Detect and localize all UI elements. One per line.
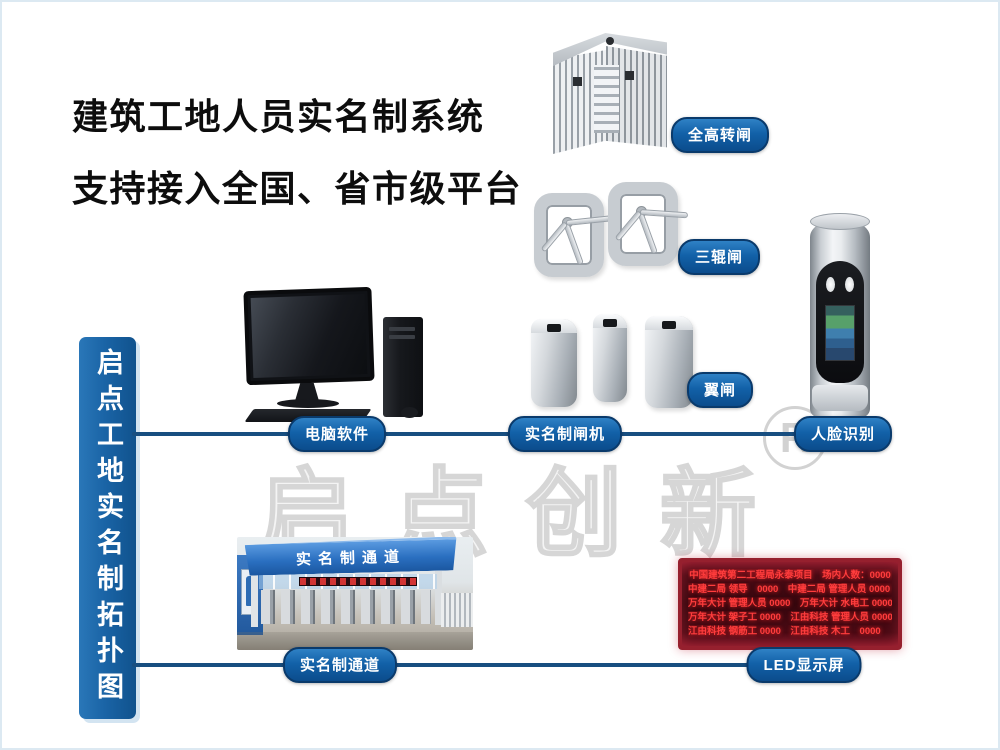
turnstile-control-box <box>573 77 582 86</box>
wing-gate-pedestal <box>531 319 577 407</box>
badge-full-height-turnstile: 全高转闸 <box>670 117 770 153</box>
led-display-image: 中国建筑第二工程局永泰项目 场内人数：0000 中建二局 领导 0000 中建二… <box>678 558 902 650</box>
sidebar-topology-label: 启点工地实名制拓扑图 <box>93 348 123 708</box>
computer-image <box>243 283 433 428</box>
mouse <box>401 407 418 418</box>
connector-line-bottom <box>132 663 808 667</box>
tripod-turnstile-image <box>532 177 689 283</box>
wing-gate-pedestal <box>645 316 693 408</box>
channel-canopy-sign: 实名制通道 <box>245 537 458 576</box>
fence <box>441 593 473 627</box>
tripod-unit <box>608 182 678 266</box>
guard-figure <box>246 576 254 606</box>
pole-bottom-band <box>812 385 868 411</box>
tripod-unit <box>534 193 604 277</box>
badge-wing-gate: 翼闸 <box>686 372 754 408</box>
camera-icon <box>826 277 835 292</box>
turnstile-rotor <box>594 65 619 133</box>
sidebar-topology-bar: 启点工地实名制拓扑图 <box>79 337 136 719</box>
led-row: 万年大计 管理人员 0000 万年大计 水电工 0000 <box>688 598 892 609</box>
camera-icon <box>845 277 854 292</box>
pc-tower <box>383 317 423 417</box>
full-height-turnstile-image <box>553 33 667 157</box>
monitor-stand <box>295 383 319 401</box>
led-row: 中国建筑第二工程局永泰项目 场内人数：0000 <box>689 570 891 581</box>
led-row: 中建二局 领导 0000 中建二局 管理人员 0000 <box>688 584 891 595</box>
face-panel <box>816 261 864 383</box>
led-row: 万年大计 架子工 0000 江由科技 管理人员 0000 <box>688 612 892 623</box>
badge-realname-gate-machine: 实名制闸机 <box>507 416 623 452</box>
card-reader <box>662 321 676 329</box>
turnstile-cap-dot <box>606 37 614 45</box>
connector-line-top <box>132 432 844 436</box>
badge-led-display: LED显示屏 <box>746 647 862 683</box>
face-screen <box>825 305 855 361</box>
tower-drive-bay <box>389 335 415 339</box>
wing-gate-pedestal <box>593 314 627 402</box>
badge-face-recognition: 人脸识别 <box>793 416 893 452</box>
canopy-column <box>251 573 258 627</box>
face-recognition-device-image <box>798 213 882 425</box>
wing-gate-image <box>531 311 701 415</box>
page-subtitle: 支持接入全国、省市级平台 <box>72 168 523 209</box>
tower-drive-bay <box>389 327 415 331</box>
page-title: 建筑工地人员实名制系统 <box>72 96 485 137</box>
realname-channel-photo: 实名制通道 <box>237 537 473 650</box>
channel-led-strip <box>299 577 417 586</box>
canopy-column <box>435 571 442 625</box>
turnstile-control-box <box>625 71 634 80</box>
led-row: 江由科技 钢筋工 0000 江由科技 木工 0000 <box>688 626 881 637</box>
monitor-screen <box>250 294 368 378</box>
card-reader <box>603 319 617 327</box>
monitor-base <box>277 399 339 408</box>
badge-computer-software: 电脑软件 <box>287 416 387 452</box>
card-reader <box>547 324 561 332</box>
badge-realname-channel: 实名制通道 <box>282 647 398 683</box>
monitor <box>243 286 375 386</box>
ground-shadow <box>237 632 473 650</box>
channel-turnstiles <box>261 590 431 624</box>
badge-tripod-turnstile: 三辊闸 <box>677 239 761 275</box>
pole-top-cap <box>810 213 870 230</box>
